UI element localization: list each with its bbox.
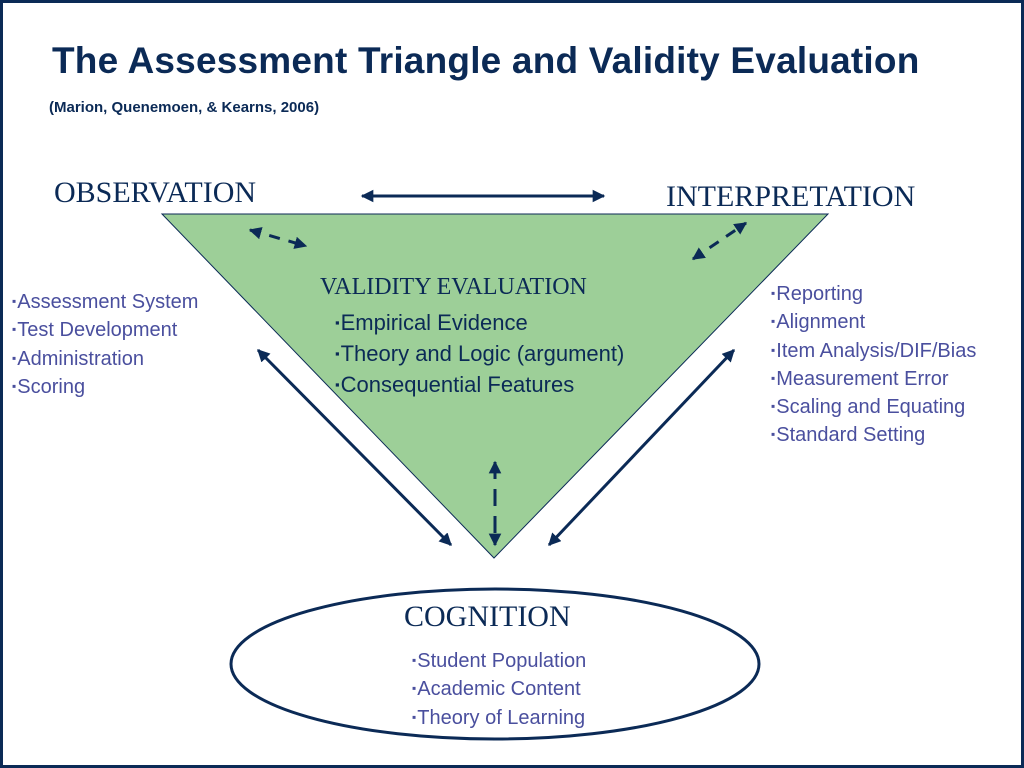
bullet-icon: ▪ (771, 286, 776, 300)
observation-label: OBSERVATION (54, 176, 257, 209)
bullet-icon: ▪ (335, 346, 340, 361)
list-item: ▪Consequential Features (335, 372, 575, 397)
cognition-ellipse (229, 587, 761, 741)
cognition-list: ▪Student Population ▪Academic Content ▪T… (412, 647, 586, 732)
bullet-icon: ▪ (771, 370, 776, 385)
arrow-interpretation-cognition (547, 348, 736, 547)
interpretation-label: INTERPRETATION (666, 180, 916, 213)
bullet-icon: ▪ (335, 377, 340, 392)
list-item: ▪Theory of Learning (412, 706, 586, 729)
bullet-icon: ▪ (771, 314, 776, 329)
validity-evaluation-heading: VALIDITY EVALUATION (320, 274, 587, 300)
bullet-icon: ▪ (12, 294, 17, 308)
validity-evaluation-list: ▪Empirical Evidence ▪Theory and Logic (a… (335, 307, 624, 400)
list-item: ▪Academic Content (412, 678, 581, 701)
bullet-icon: ▪ (771, 399, 776, 414)
bullet-icon: ▪ (12, 322, 17, 337)
arrow-observation-validity (248, 227, 308, 249)
list-item: ▪Assessment System (12, 291, 199, 313)
list-item: ▪Item Analysis/DIF/Bias (771, 339, 977, 362)
list-item: ▪Scaling and Equating (771, 396, 966, 419)
list-item: ▪Theory and Logic (argument) (335, 341, 625, 366)
list-item: ▪Administration (12, 347, 144, 370)
list-item: ▪Test Development (12, 319, 178, 342)
bullet-icon: ▪ (335, 315, 340, 330)
arrow-interpretation-validity (691, 221, 748, 261)
bullet-icon: ▪ (412, 709, 417, 724)
bullet-icon: ▪ (771, 342, 776, 357)
bullet-icon: ▪ (412, 653, 417, 667)
cognition-label: COGNITION (404, 600, 571, 633)
bullet-icon: ▪ (771, 427, 776, 442)
list-item: ▪Student Population (412, 650, 587, 672)
arrow-observation-cognition (256, 348, 453, 547)
list-item: ▪Alignment (771, 311, 866, 334)
interpretation-list: ▪Reporting ▪Alignment ▪Item Analysis/DIF… (771, 280, 976, 450)
list-item: ▪Measurement Error (771, 367, 949, 390)
bullet-icon: ▪ (412, 681, 417, 696)
bullet-icon: ▪ (12, 378, 17, 393)
observation-list: ▪Assessment System ▪Test Development ▪Ad… (12, 288, 198, 401)
list-item: ▪Scoring (12, 375, 86, 398)
slide-title: The Assessment Triangle and Validity Eva… (52, 40, 920, 81)
list-item: ▪Reporting (771, 283, 863, 305)
list-item: ▪Standard Setting (771, 424, 926, 447)
slide-citation: (Marion, Quenemoen, & Kearns, 2006) (49, 99, 320, 116)
bullet-icon: ▪ (12, 350, 17, 365)
list-item: ▪Empirical Evidence (335, 310, 528, 335)
